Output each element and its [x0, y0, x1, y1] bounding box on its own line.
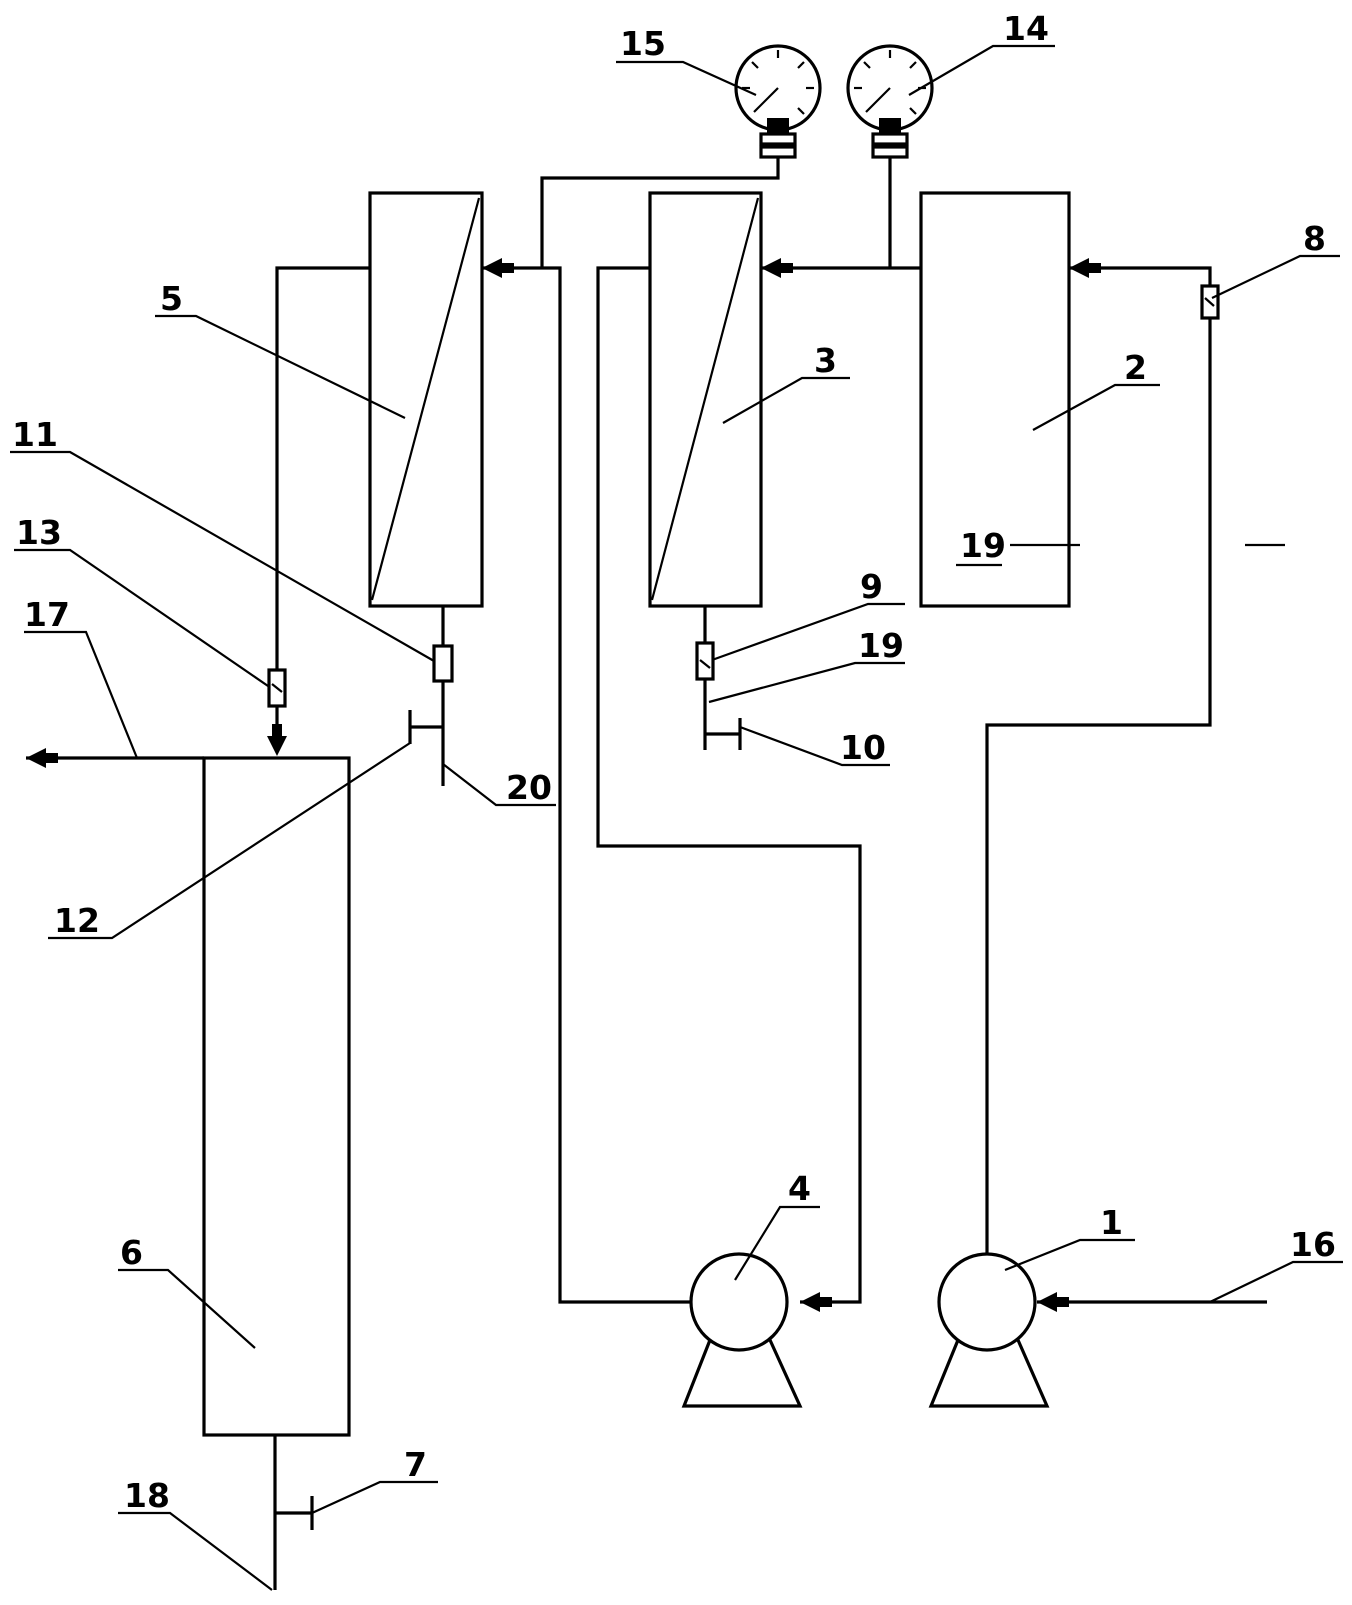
pressure-gauge-15	[734, 44, 822, 159]
pressure-gauge-14	[846, 44, 934, 159]
pump-4	[681, 1252, 803, 1408]
flowmeter-8	[1200, 284, 1220, 320]
flowmeter-9	[695, 641, 715, 681]
label-19-pipe: 19	[858, 626, 904, 665]
label-13: 13	[16, 513, 62, 552]
label-4: 4	[788, 1169, 811, 1208]
label-14: 14	[1003, 9, 1049, 48]
pump-1	[928, 1252, 1050, 1408]
label-10: 10	[840, 728, 886, 767]
label-9: 9	[860, 567, 883, 606]
flowmeter-13	[267, 668, 287, 708]
flowmeter-11	[432, 644, 454, 683]
flow-arrows	[26, 258, 1101, 1312]
label-3: 3	[814, 341, 837, 380]
label-8: 8	[1303, 219, 1326, 258]
label-19-tank: 19	[960, 526, 1006, 565]
label-6: 6	[120, 1233, 143, 1272]
label-20: 20	[506, 768, 552, 807]
tank-2	[919, 191, 1071, 608]
label-17: 17	[24, 595, 70, 634]
label-12: 12	[54, 901, 100, 940]
label-1: 1	[1100, 1203, 1123, 1242]
filter-5	[368, 191, 484, 608]
label-18: 18	[124, 1476, 170, 1515]
piping	[26, 157, 1267, 1590]
label-16: 16	[1290, 1225, 1336, 1264]
label-15: 15	[620, 24, 666, 63]
filter-3	[648, 191, 763, 608]
label-7: 7	[404, 1445, 427, 1484]
label-2: 2	[1124, 348, 1147, 387]
labels: 1 2 3 4 5 6 7 8 9 10 11 12 13 14 15 16 1…	[12, 9, 1336, 1515]
label-11: 11	[12, 415, 58, 454]
tank-6	[202, 756, 351, 1437]
label-5: 5	[160, 279, 183, 318]
leader-lines	[10, 44, 1343, 1591]
